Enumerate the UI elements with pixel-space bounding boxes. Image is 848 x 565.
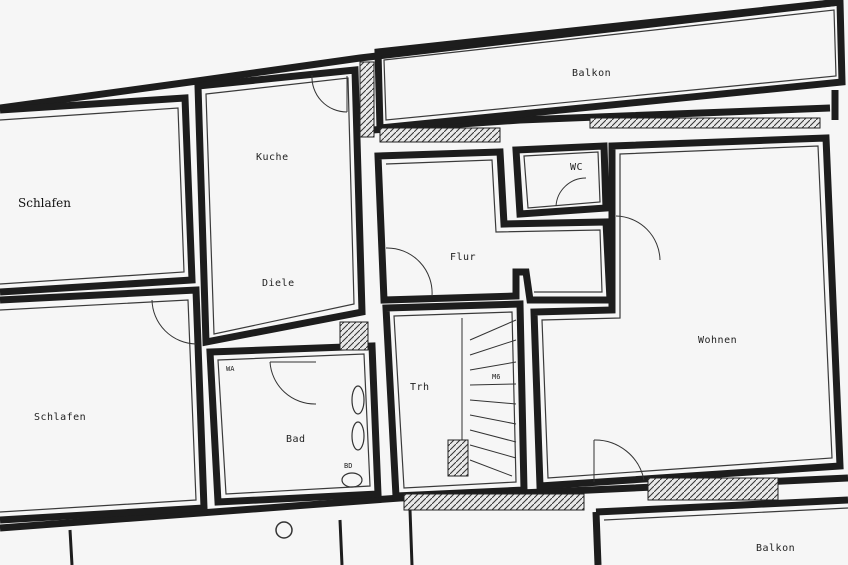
room-balkon-top bbox=[374, 0, 846, 132]
room-kuche-diele bbox=[194, 66, 366, 347]
room-schlafen-top bbox=[0, 94, 196, 296]
bottom-partition bbox=[68, 509, 414, 565]
balcony-sill-2 bbox=[589, 117, 821, 129]
mark-wm: WA bbox=[226, 365, 235, 373]
label-wc: WC bbox=[570, 162, 583, 173]
label-wohnen: Wohnen bbox=[698, 335, 737, 346]
label-bad: Bad bbox=[286, 434, 306, 445]
label-schlafen-top: Schlafen bbox=[18, 196, 71, 210]
room-wc bbox=[512, 142, 610, 218]
wall-strip-kuche bbox=[359, 61, 375, 138]
room-bad bbox=[206, 321, 382, 506]
label-diele: Diele bbox=[262, 278, 295, 289]
label-kuche: Kuche bbox=[256, 152, 289, 163]
stair-treads bbox=[447, 318, 517, 477]
bottom-wall-strip bbox=[403, 493, 585, 511]
mark-stair: M6 bbox=[492, 373, 500, 381]
label-balkon-top: Balkon bbox=[572, 68, 611, 79]
room-wohnen bbox=[530, 134, 844, 490]
label-schlafen-bottom: Schlafen bbox=[34, 412, 86, 423]
wohnen-sill bbox=[647, 477, 779, 501]
room-trh bbox=[382, 300, 528, 500]
room-balkon-bottom bbox=[592, 496, 848, 565]
drain-icon bbox=[275, 521, 293, 539]
room-flur bbox=[374, 148, 661, 304]
room-schlafen-bottom bbox=[0, 286, 208, 524]
mark-bd: BD bbox=[344, 462, 352, 470]
label-flur: Flur bbox=[450, 252, 476, 263]
balcony-sill bbox=[379, 127, 501, 143]
outer-walls bbox=[0, 0, 848, 532]
label-trh: Trh bbox=[410, 382, 430, 393]
label-balkon-bottom: Balkon bbox=[756, 543, 795, 554]
